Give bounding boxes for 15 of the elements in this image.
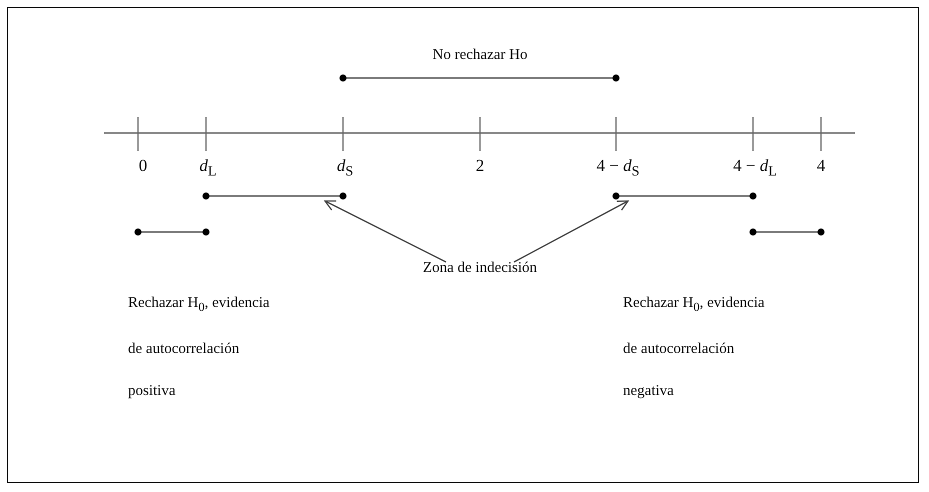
interval-label: No rechazar Ho [432,47,528,64]
tick-label: d$_{S}$ [336,156,354,180]
region-note: Rechazar H$_{0}$, evidencia de autocorrelación negativa [623,294,766,401]
tick-label: 2 [476,156,484,176]
tick-label: 4 − d$_{S}$ [596,156,640,180]
arrow [514,200,629,263]
tick-label: 4 − d$_{L}$ [733,156,777,180]
tick-label: 0 [138,156,148,176]
tick-label: 4 [816,156,826,176]
arrow [324,200,446,263]
callout-text: Zona de indecisión [422,260,538,277]
interval-segment [202,192,346,200]
region-note: Rechazar H$_{0}$, evidencia de autocorrelación positiva [128,294,271,401]
tick-label: d$_{L}$ [199,156,217,180]
interval-segment [612,192,756,200]
